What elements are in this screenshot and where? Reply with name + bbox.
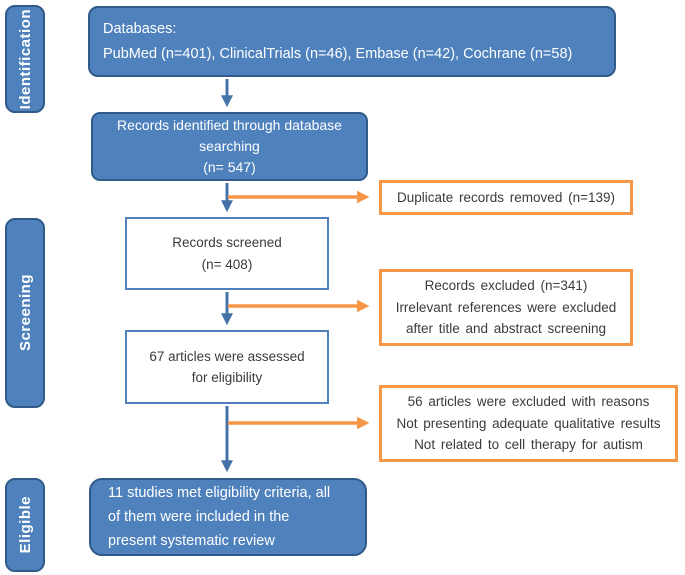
articles-assessed-box: 67 articles were assessed for eligibilit…: [125, 330, 329, 404]
records-identified-line-2: searching: [199, 138, 260, 154]
stage-label-eligible: Eligible: [5, 478, 45, 572]
stage-label-eligible-text: Eligible: [16, 496, 34, 554]
studies-included-line-3: present systematic review: [108, 533, 275, 549]
articles-assessed-line-1: 67 articles were assessed: [149, 348, 305, 364]
records-identified-box: Records identified through database sear…: [91, 112, 368, 181]
records-screened-line-2: (n= 408): [201, 256, 253, 272]
stage-label-identification-text: Identification: [16, 8, 34, 110]
databases-line-1: Databases:: [103, 20, 177, 37]
records-excluded-line-1: Records excluded (n=341): [424, 278, 588, 294]
records-excluded-line-2: Irrelevant references were excluded: [395, 299, 617, 315]
stage-label-identification: Identification: [5, 5, 45, 113]
records-excluded-box: Records excluded (n=341) Irrelevant refe…: [379, 269, 633, 346]
records-identified-line-1: Records identified through database: [117, 117, 342, 133]
articles-excluded-line-1: 56 articles were excluded with reasons: [407, 394, 650, 410]
studies-included-box: 11 studies met eligibility criteria, all…: [89, 478, 367, 556]
articles-excluded-line-2: Not presenting adequate qualitative resu…: [396, 415, 661, 431]
stage-label-screening: Screening: [5, 218, 45, 408]
articles-excluded-line-3: Not related to cell therapy for autism: [414, 437, 643, 453]
databases-line-2: PubMed (n=401), ClinicalTrials (n=46), E…: [103, 45, 573, 62]
records-excluded-line-3: after title and abstract screening: [405, 321, 607, 337]
studies-included-line-2: of them were included in the: [108, 509, 290, 525]
databases-box: Databases: PubMed (n=401), ClinicalTrial…: [88, 6, 616, 77]
studies-included-line-1: 11 studies met eligibility criteria, all: [108, 485, 331, 501]
duplicates-removed-box: Duplicate records removed (n=139): [379, 180, 633, 215]
records-screened-line-1: Records screened: [172, 235, 282, 250]
articles-assessed-line-2: for eligibility: [191, 370, 263, 385]
duplicates-removed-line-1: Duplicate records removed (n=139): [397, 189, 615, 205]
records-screened-box: Records screened (n= 408): [125, 217, 329, 290]
articles-excluded-box: 56 articles were excluded with reasons N…: [379, 385, 678, 462]
stage-label-screening-text: Screening: [16, 274, 34, 352]
records-identified-line-3: (n= 547): [203, 159, 256, 175]
